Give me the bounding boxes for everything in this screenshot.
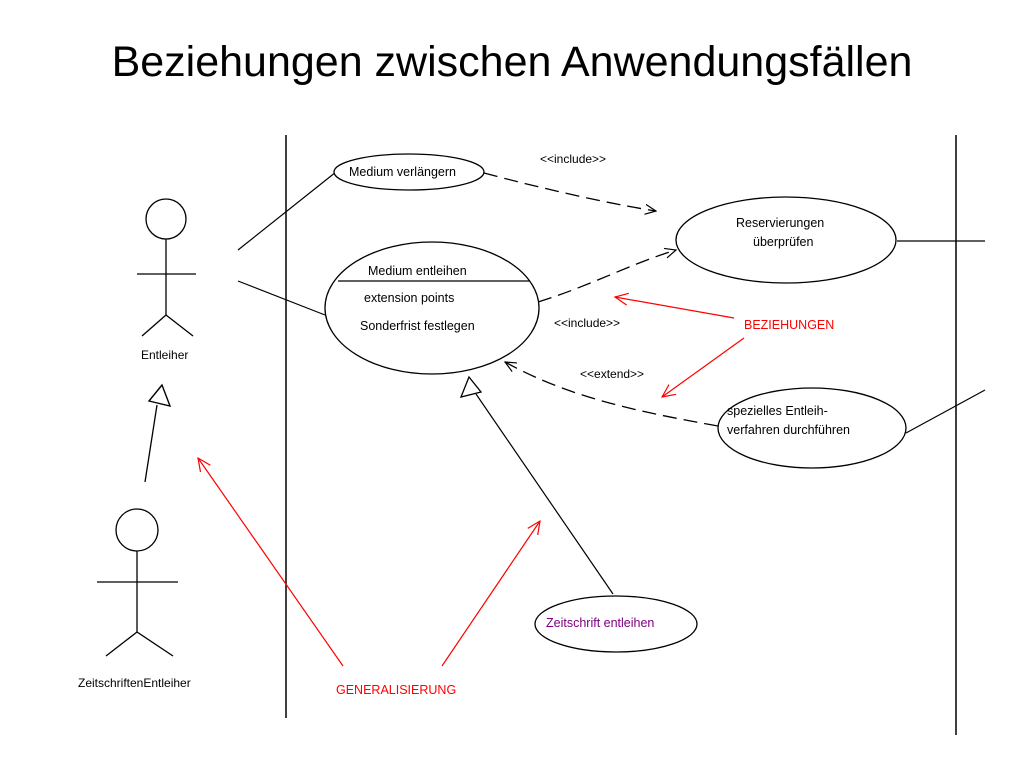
stereotype-include-mid: <<include>>	[554, 316, 620, 330]
association-entleiher-entleihen	[237, 280, 326, 316]
actor-zeitschriften-entleiher-label: ZeitschriftenEntleiher	[78, 676, 191, 690]
stereotype-include-top: <<include>>	[540, 152, 606, 166]
usecase-medium-entleihen-label: Medium entleihen	[368, 264, 467, 278]
annotation-arrow-generalisierung-actor	[198, 458, 344, 667]
usecase-reservierungen-label-1: Reservierungen	[736, 216, 824, 230]
annotation-beziehungen: BEZIEHUNGEN	[744, 318, 834, 332]
annotation-generalisierung: GENERALISIERUNG	[336, 683, 456, 697]
usecase-reservierungen-label-2: überprüfen	[753, 235, 814, 249]
include-arrow-entleihen	[537, 250, 676, 303]
usecase-zeitschrift-entleihen-label: Zeitschrift entleihen	[546, 616, 654, 630]
actor-entleiher	[137, 198, 196, 337]
actor-entleiher-label: Entleiher	[141, 348, 188, 362]
annotation-arrow-generalisierung-usecase	[441, 521, 540, 667]
usecase-medium-entleihen[interactable]	[324, 241, 540, 375]
usecase-medium-verlaengern[interactable]	[333, 153, 485, 191]
usecase-generalization	[459, 375, 614, 595]
actor-generalization	[144, 383, 172, 483]
stereotype-extend: <<extend>>	[580, 367, 644, 381]
extension-points-label: extension points	[364, 291, 454, 305]
annotation-arrow-beziehungen-include	[615, 297, 735, 319]
usecase-zeitschrift-entleihen[interactable]	[534, 595, 698, 653]
usecase-spezielles-entleihverfahren[interactable]	[717, 387, 907, 469]
association-entleiher-verlaengern	[237, 171, 337, 251]
usecase-speziell-label-1: spezielles Entleih-	[727, 404, 828, 418]
extend-arrow	[505, 362, 719, 427]
usecase-medium-verlaengern-label: Medium verlängern	[349, 165, 456, 179]
extension-point-sonderfrist: Sonderfrist festlegen	[360, 319, 475, 333]
include-arrow-verlaengern	[483, 172, 656, 211]
association-speziell-right	[905, 389, 986, 434]
usecase-speziell-label-2: verfahren durchführen	[727, 423, 850, 437]
actor-zeitschriften-entleiher	[97, 508, 178, 657]
slide-title: Beziehungen zwischen Anwendungsfällen	[111, 38, 913, 86]
annotation-arrow-beziehungen-extend	[662, 337, 745, 397]
usecase-reservierungen-ueberpruefen[interactable]	[675, 196, 897, 284]
